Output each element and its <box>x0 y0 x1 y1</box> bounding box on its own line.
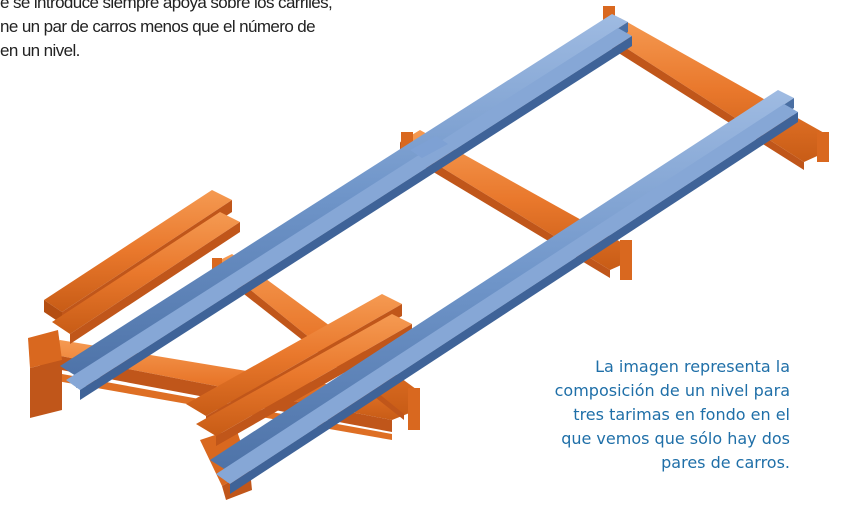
base-plate-left <box>28 330 62 418</box>
rail-segment <box>410 136 448 158</box>
caption-line: pares de carros. <box>661 453 790 472</box>
intro-line: ne un par de carros menos que el número … <box>0 17 316 36</box>
rail-right <box>210 90 798 494</box>
caption-line: que vemos que sólo hay dos <box>561 429 790 448</box>
cart-front-mid <box>186 294 412 446</box>
intro-line: en un nivel. <box>0 41 80 60</box>
rail-left <box>60 14 632 400</box>
figure-caption: La imagen representa la composición de u… <box>490 355 790 475</box>
intro-paragraph: e se introduce siempre apoya sobre los c… <box>0 0 440 63</box>
caption-line: composición de un nivel para <box>554 381 790 400</box>
caption-line: tres tarimas en fondo en el <box>573 405 790 424</box>
intro-line: e se introduce siempre apoya sobre los c… <box>0 0 333 12</box>
cart-back-left <box>44 190 240 344</box>
caption-line: La imagen representa la <box>595 357 790 376</box>
